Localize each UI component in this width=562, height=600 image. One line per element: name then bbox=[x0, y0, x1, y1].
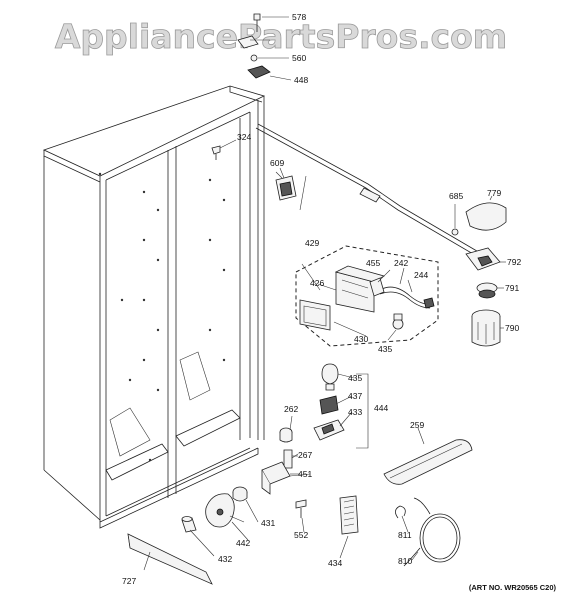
ring-791 bbox=[476, 282, 504, 299]
vent-grille-434 bbox=[339, 495, 359, 535]
cam-442 bbox=[205, 493, 245, 528]
hinge-bracket-451 bbox=[261, 461, 300, 495]
callout-792: 792 bbox=[507, 257, 521, 267]
module-609 bbox=[275, 167, 297, 201]
callout-811: 811 bbox=[398, 530, 412, 540]
watermark-text: AppliancePartsPros.com bbox=[55, 17, 507, 56]
callout-262: 262 bbox=[284, 404, 298, 414]
callout-444: 444 bbox=[374, 403, 388, 413]
cap-790 bbox=[471, 309, 504, 347]
housing-792 bbox=[465, 247, 506, 271]
callout-435-lower: 435 bbox=[348, 373, 362, 383]
cover-779 bbox=[465, 195, 507, 231]
hinge-bracket-448 bbox=[247, 65, 292, 81]
callout-442: 442 bbox=[236, 538, 250, 548]
bulb-socket-assembly-444 bbox=[313, 363, 369, 449]
callout-labels: 578 560 448 324 609 685 779 429 455 242 … bbox=[122, 12, 521, 586]
base-grille-727 bbox=[127, 533, 213, 585]
cap-262 bbox=[279, 427, 293, 443]
bushing-431 bbox=[232, 486, 248, 502]
art-number: (ART NO. WR20565 C20) bbox=[469, 583, 557, 592]
callout-790: 790 bbox=[505, 323, 519, 333]
callout-431: 431 bbox=[261, 518, 275, 528]
callout-791: 791 bbox=[505, 283, 519, 293]
hinge-plate-part bbox=[237, 35, 270, 49]
callout-437: 437 bbox=[348, 391, 362, 401]
spacer-432 bbox=[181, 516, 197, 533]
cover-259 bbox=[383, 439, 473, 485]
callout-810: 810 bbox=[398, 556, 412, 566]
callout-435-upper: 435 bbox=[378, 344, 392, 354]
callout-429: 429 bbox=[305, 238, 319, 248]
screw-324 bbox=[211, 139, 237, 160]
callout-259: 259 bbox=[410, 420, 424, 430]
light-assembly-429 bbox=[295, 245, 439, 347]
leader-lines bbox=[143, 171, 425, 571]
callout-448: 448 bbox=[294, 75, 308, 85]
top-hinge-screw-578 bbox=[253, 13, 289, 32]
callout-455: 455 bbox=[366, 258, 380, 268]
cabinet-screw-holes bbox=[98, 172, 226, 462]
callout-242: 242 bbox=[394, 258, 408, 268]
callout-426: 426 bbox=[310, 278, 324, 288]
defrost-tube-wire bbox=[255, 123, 483, 259]
callout-727: 727 bbox=[122, 576, 136, 586]
callout-552: 552 bbox=[294, 530, 308, 540]
refrigerator-case bbox=[42, 85, 266, 529]
callout-685: 685 bbox=[449, 191, 463, 201]
callout-433: 433 bbox=[348, 407, 362, 417]
hinge-screw-560 bbox=[250, 54, 289, 62]
callout-451: 451 bbox=[298, 469, 312, 479]
callout-578: 578 bbox=[292, 12, 306, 22]
callout-434: 434 bbox=[328, 558, 342, 568]
callout-560: 560 bbox=[292, 53, 306, 63]
tube-coil-810 bbox=[403, 497, 461, 567]
callout-267: 267 bbox=[298, 450, 312, 460]
callout-609: 609 bbox=[270, 158, 284, 168]
callout-244: 244 bbox=[414, 270, 428, 280]
callout-432: 432 bbox=[218, 554, 232, 564]
clip-811 bbox=[395, 505, 406, 519]
callout-779: 779 bbox=[487, 188, 501, 198]
callout-324: 324 bbox=[237, 132, 251, 142]
callout-430: 430 bbox=[354, 334, 368, 344]
screw-552 bbox=[295, 499, 307, 518]
pin-267 bbox=[283, 449, 298, 469]
clip-685 bbox=[451, 204, 459, 236]
